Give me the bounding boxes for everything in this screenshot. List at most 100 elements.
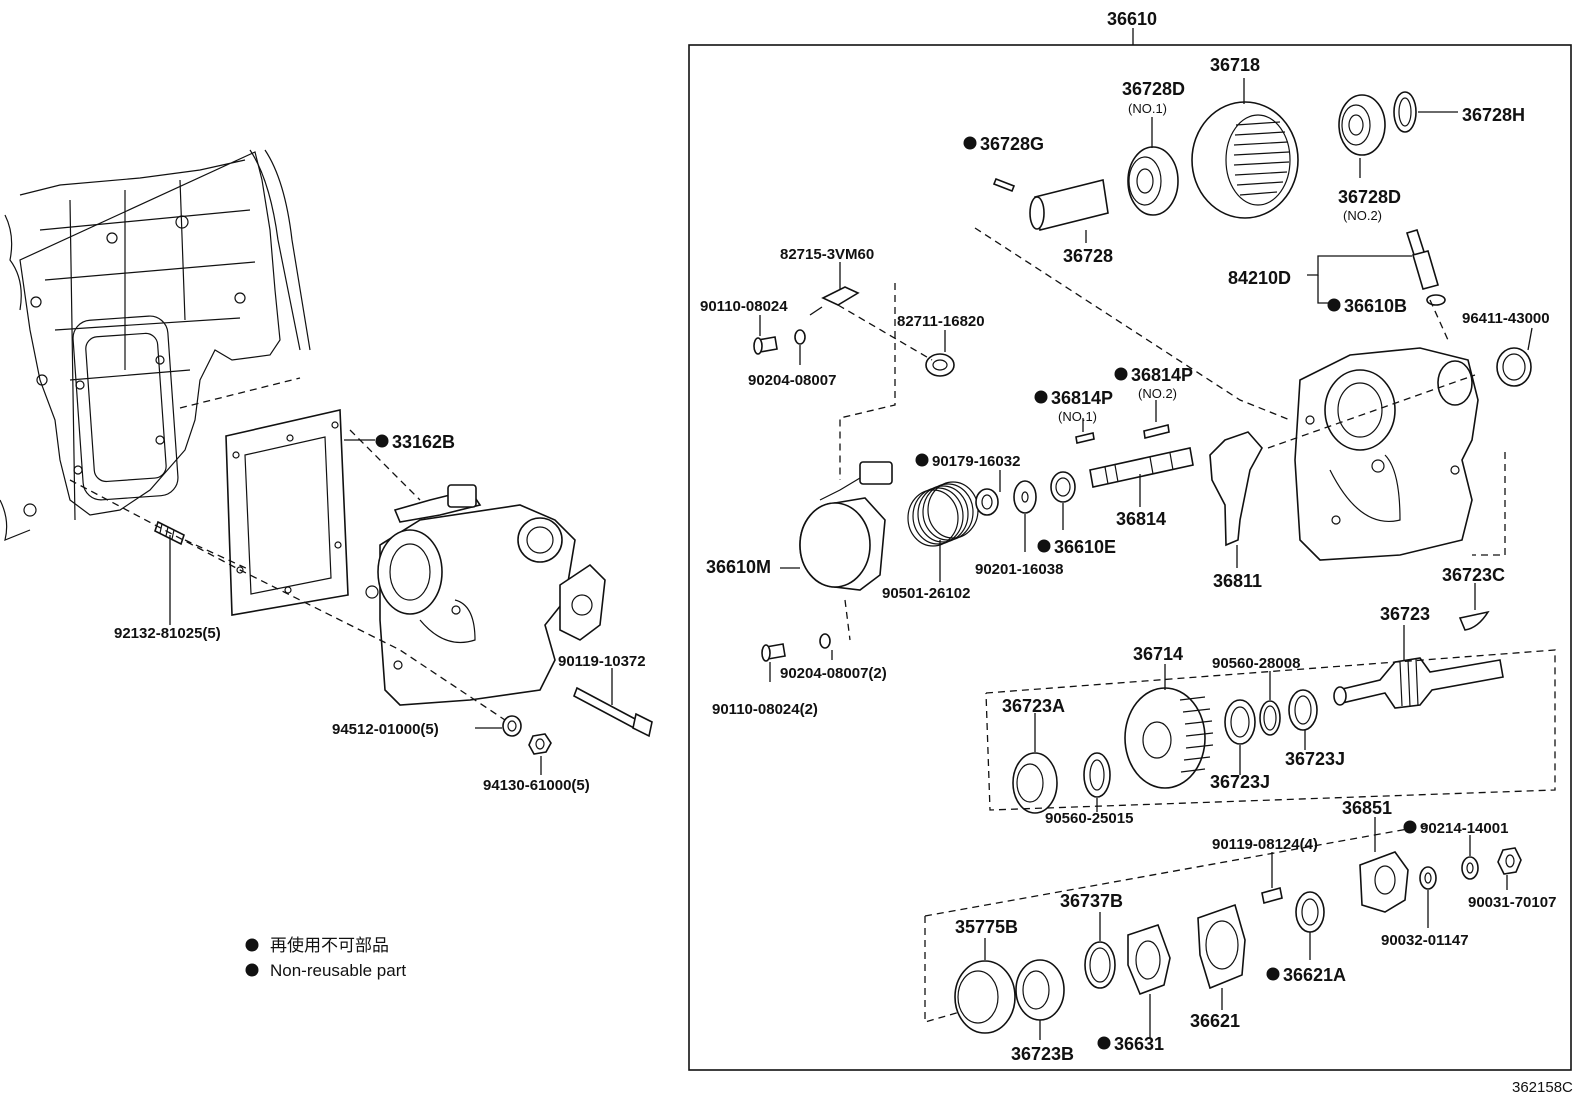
label-35775B: 35775B	[955, 917, 1018, 937]
legend-marker	[245, 963, 259, 977]
label-36728G: 36728G	[980, 134, 1044, 154]
assembly-line	[1472, 452, 1506, 556]
clamp-82711	[925, 353, 955, 377]
label-36610M: 36610M	[706, 557, 771, 577]
label-33162B: 33162B	[392, 432, 455, 452]
leader-line	[1307, 255, 1412, 276]
bushing-90179	[975, 488, 999, 516]
label-90204-08007: 90204-08007	[748, 372, 836, 389]
shaft-36728	[1029, 179, 1109, 231]
label-36723B: 36723B	[1011, 1044, 1074, 1064]
o-ring-36610E	[1050, 471, 1076, 503]
assembly-line	[924, 824, 1431, 1023]
label-36723J-left: 36723J	[1210, 772, 1270, 792]
gasket-33162B	[225, 409, 349, 616]
label-90560-25015: 90560-25015	[1045, 810, 1133, 827]
bolt-90110-top	[753, 336, 778, 355]
label-84210D: 84210D	[1228, 268, 1291, 288]
label-36851: 36851	[1342, 798, 1392, 818]
label-36723A: 36723A	[1002, 696, 1065, 716]
oil-seal-96411	[1496, 347, 1532, 387]
label-36814P-no1: 36814P	[1051, 388, 1113, 408]
bolt-90119-10372	[573, 686, 653, 738]
bearing-36728D-no1	[1127, 146, 1179, 216]
non-reusable-marker	[1403, 820, 1417, 834]
label-36814: 36814	[1116, 509, 1166, 529]
label-36610E: 36610E	[1054, 537, 1116, 557]
gasket-36631	[1127, 923, 1171, 996]
label-90110-08024: 90110-08024	[700, 298, 788, 315]
label-36723C: 36723C	[1442, 565, 1505, 585]
bearing-36723B	[1015, 959, 1065, 1021]
leader-line	[809, 306, 823, 316]
label-90119-08124: 90119-08124(4)	[1212, 836, 1318, 853]
label-90119-10372: 90119-10372	[558, 653, 646, 670]
label-36718: 36718	[1210, 55, 1260, 75]
label-82711-16820: 82711-16820	[897, 313, 985, 330]
leader-line	[1317, 275, 1330, 304]
switch-84210D	[1405, 229, 1439, 290]
gasket-36610B	[1426, 294, 1446, 306]
flange-36851	[1359, 851, 1409, 913]
legend-text-en: Non-reusable part	[270, 961, 406, 980]
label-36728: 36728	[1063, 246, 1113, 266]
label-82715-3VM60: 82715-3VM60	[780, 246, 874, 263]
label-36737B: 36737B	[1060, 891, 1123, 911]
leader-line	[1527, 327, 1533, 351]
gear-36714	[1124, 687, 1214, 789]
label-90501-26102: 90501-26102	[882, 585, 970, 602]
needle-bearing-36723J-1	[1224, 699, 1256, 745]
assembly-line	[69, 479, 506, 721]
label-36621: 36621	[1190, 1011, 1240, 1031]
needle-bearing-36723J-2	[1288, 689, 1318, 731]
non-reusable-marker	[1097, 1036, 1111, 1050]
clamp-bracket-82715	[821, 286, 860, 306]
label-94130-61000: 94130-61000(5)	[483, 777, 590, 794]
bolt-90119-08124	[1261, 886, 1283, 905]
label-90560-28008: 90560-28008	[1212, 655, 1300, 672]
label-90201-16038: 90201-16038	[975, 561, 1063, 578]
assembly-line	[844, 599, 851, 641]
assembly-line	[179, 377, 421, 501]
spring-90501	[907, 481, 979, 547]
shift-shaft-36814	[1089, 447, 1194, 488]
key-36723C	[1458, 610, 1490, 631]
nut-94130	[528, 733, 552, 755]
label-96411-43000: 96411-43000	[1462, 310, 1550, 327]
label-36728D-no2-sub: (NO.2)	[1343, 208, 1382, 223]
label-36814P-no1-sub: (NO.1)	[1058, 409, 1097, 424]
washer-94512	[502, 715, 522, 737]
washer-90032	[1419, 866, 1437, 890]
retainer-36621	[1197, 903, 1246, 990]
bearing-36728D-no2	[1338, 94, 1386, 156]
bearing-35775B	[954, 960, 1016, 1034]
bolt-90110-bottom	[761, 643, 786, 662]
gear-36718	[1191, 101, 1299, 219]
transmission-case-drawing	[0, 149, 311, 541]
non-reusable-marker	[1037, 539, 1051, 553]
non-reusable-marker	[915, 453, 929, 467]
non-reusable-marker	[1114, 367, 1128, 381]
label-90031-70107: 90031-70107	[1468, 894, 1556, 911]
label-36728D-no2: 36728D	[1338, 187, 1401, 207]
non-reusable-marker	[1266, 967, 1280, 981]
label-94512-01000: 94512-01000(5)	[332, 721, 439, 738]
shaft-36723	[1333, 657, 1504, 709]
label-36621A: 36621A	[1283, 965, 1346, 985]
transfer-case-housing	[1294, 347, 1479, 561]
washer-90204-bottom	[819, 633, 831, 649]
non-reusable-marker	[963, 136, 977, 150]
nut-90031	[1497, 847, 1522, 875]
washer-90201	[1013, 480, 1037, 514]
assembly-line	[985, 649, 1556, 811]
assembly-line	[1267, 374, 1476, 449]
legend-marker	[245, 938, 259, 952]
label-90214-14001: 90214-14001	[1420, 820, 1508, 837]
legend-text-jp: 再使用不可部品	[270, 935, 389, 955]
label-92132-81025: 92132-81025(5)	[114, 625, 221, 642]
spacer-90560-25015	[1083, 752, 1111, 798]
figure-code: 362158C	[1512, 1079, 1573, 1096]
label-36723: 36723	[1380, 604, 1430, 624]
non-reusable-marker	[1327, 298, 1341, 312]
